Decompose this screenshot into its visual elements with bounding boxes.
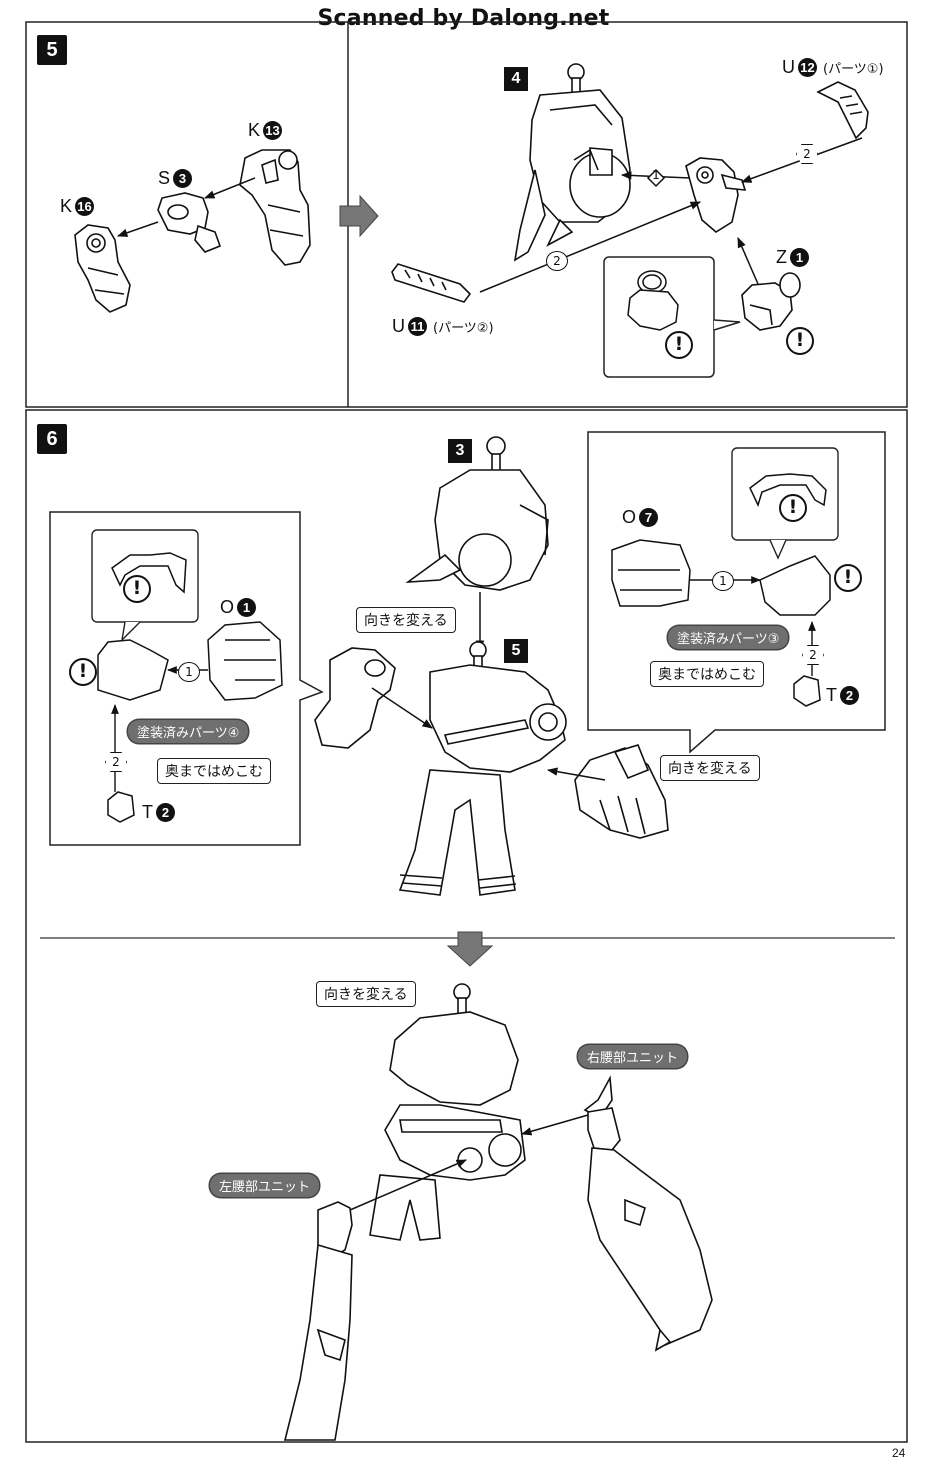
warning-icon: ! (843, 566, 853, 588)
arrow-u11 (479, 201, 701, 293)
assembly-5-drawing (398, 641, 567, 896)
arrow-left-part (371, 687, 433, 729)
page-number: 24 (892, 1446, 906, 1460)
arrow-right-part (546, 767, 606, 781)
arrow-right-waist (520, 1114, 589, 1136)
warning-icon: ! (795, 329, 805, 351)
arrow-z1 (737, 237, 759, 285)
part-z1-drawing (741, 272, 801, 331)
sub-assembly-ref-4: 4 (504, 67, 528, 91)
arrow-to-k16 (117, 221, 159, 237)
left-waist-unit-drawing (283, 1201, 353, 1441)
order-marker-2: 2 (802, 645, 824, 665)
warning-icon: ! (78, 660, 88, 682)
order-marker-2: 2 (546, 251, 568, 271)
step5-frame (25, 21, 908, 408)
left-rotated-part-drawing (314, 647, 396, 749)
right-rotated-part-drawing (574, 744, 669, 839)
assembly-3-drawing (405, 436, 549, 591)
order-marker-2: 2 (796, 144, 818, 164)
sub-assembly-ref-3: 3 (448, 439, 472, 463)
order-marker-1: 1 (178, 662, 200, 682)
callout-rotate: 向きを変える (660, 755, 760, 781)
order-marker-1: 1 (712, 571, 734, 591)
right-waist-unit-badge: 右腰部ユニット (578, 1045, 688, 1068)
part-s3-drawing (157, 192, 222, 253)
callout-rotate: 向きを変える (356, 607, 456, 633)
warning-icon: ! (674, 333, 684, 355)
painted-part-3-badge: 塗装済みパーツ③ (668, 626, 789, 649)
warning-icons (69, 327, 862, 686)
down-arrow-icon (446, 931, 494, 967)
left-waist-unit-badge: 左腰部ユニット (210, 1174, 320, 1197)
warning-icon: ! (788, 496, 798, 518)
step-arrow-icon (339, 194, 379, 238)
sub-assembly-ref-5: 5 (504, 639, 528, 663)
part-k16-drawing (74, 224, 131, 313)
order-marker-1: 1 (652, 168, 660, 182)
warning-icon: ! (132, 577, 142, 599)
order-marker-2: 2 (105, 752, 127, 772)
part-u11-drawing (391, 263, 472, 303)
arrow-s3-to-k13 (204, 177, 256, 199)
z1-detail-box (603, 256, 741, 378)
press-fully-callout: 奥まではめこむ (650, 661, 764, 687)
order-markers (646, 168, 666, 188)
final-torso-drawing (369, 983, 526, 1241)
part-u12-drawing (816, 81, 869, 140)
right-waist-unit-drawing (583, 1075, 713, 1352)
step-number-5: 5 (37, 35, 67, 65)
watermark: Scanned by Dalong.net (317, 6, 610, 31)
step6-frame (25, 409, 908, 1443)
press-fully-callout: 奥まではめこむ (157, 758, 271, 784)
part-z-drawing (685, 157, 747, 233)
arrow-left-waist (349, 1159, 467, 1211)
painted-part-4-badge: 塗装済みパーツ④ (128, 720, 249, 743)
part-k13-drawing (239, 149, 311, 266)
step-number-6: 6 (37, 424, 67, 454)
callout-rotate: 向きを変える (316, 981, 416, 1007)
torso-assembly-4-drawing (513, 63, 631, 262)
